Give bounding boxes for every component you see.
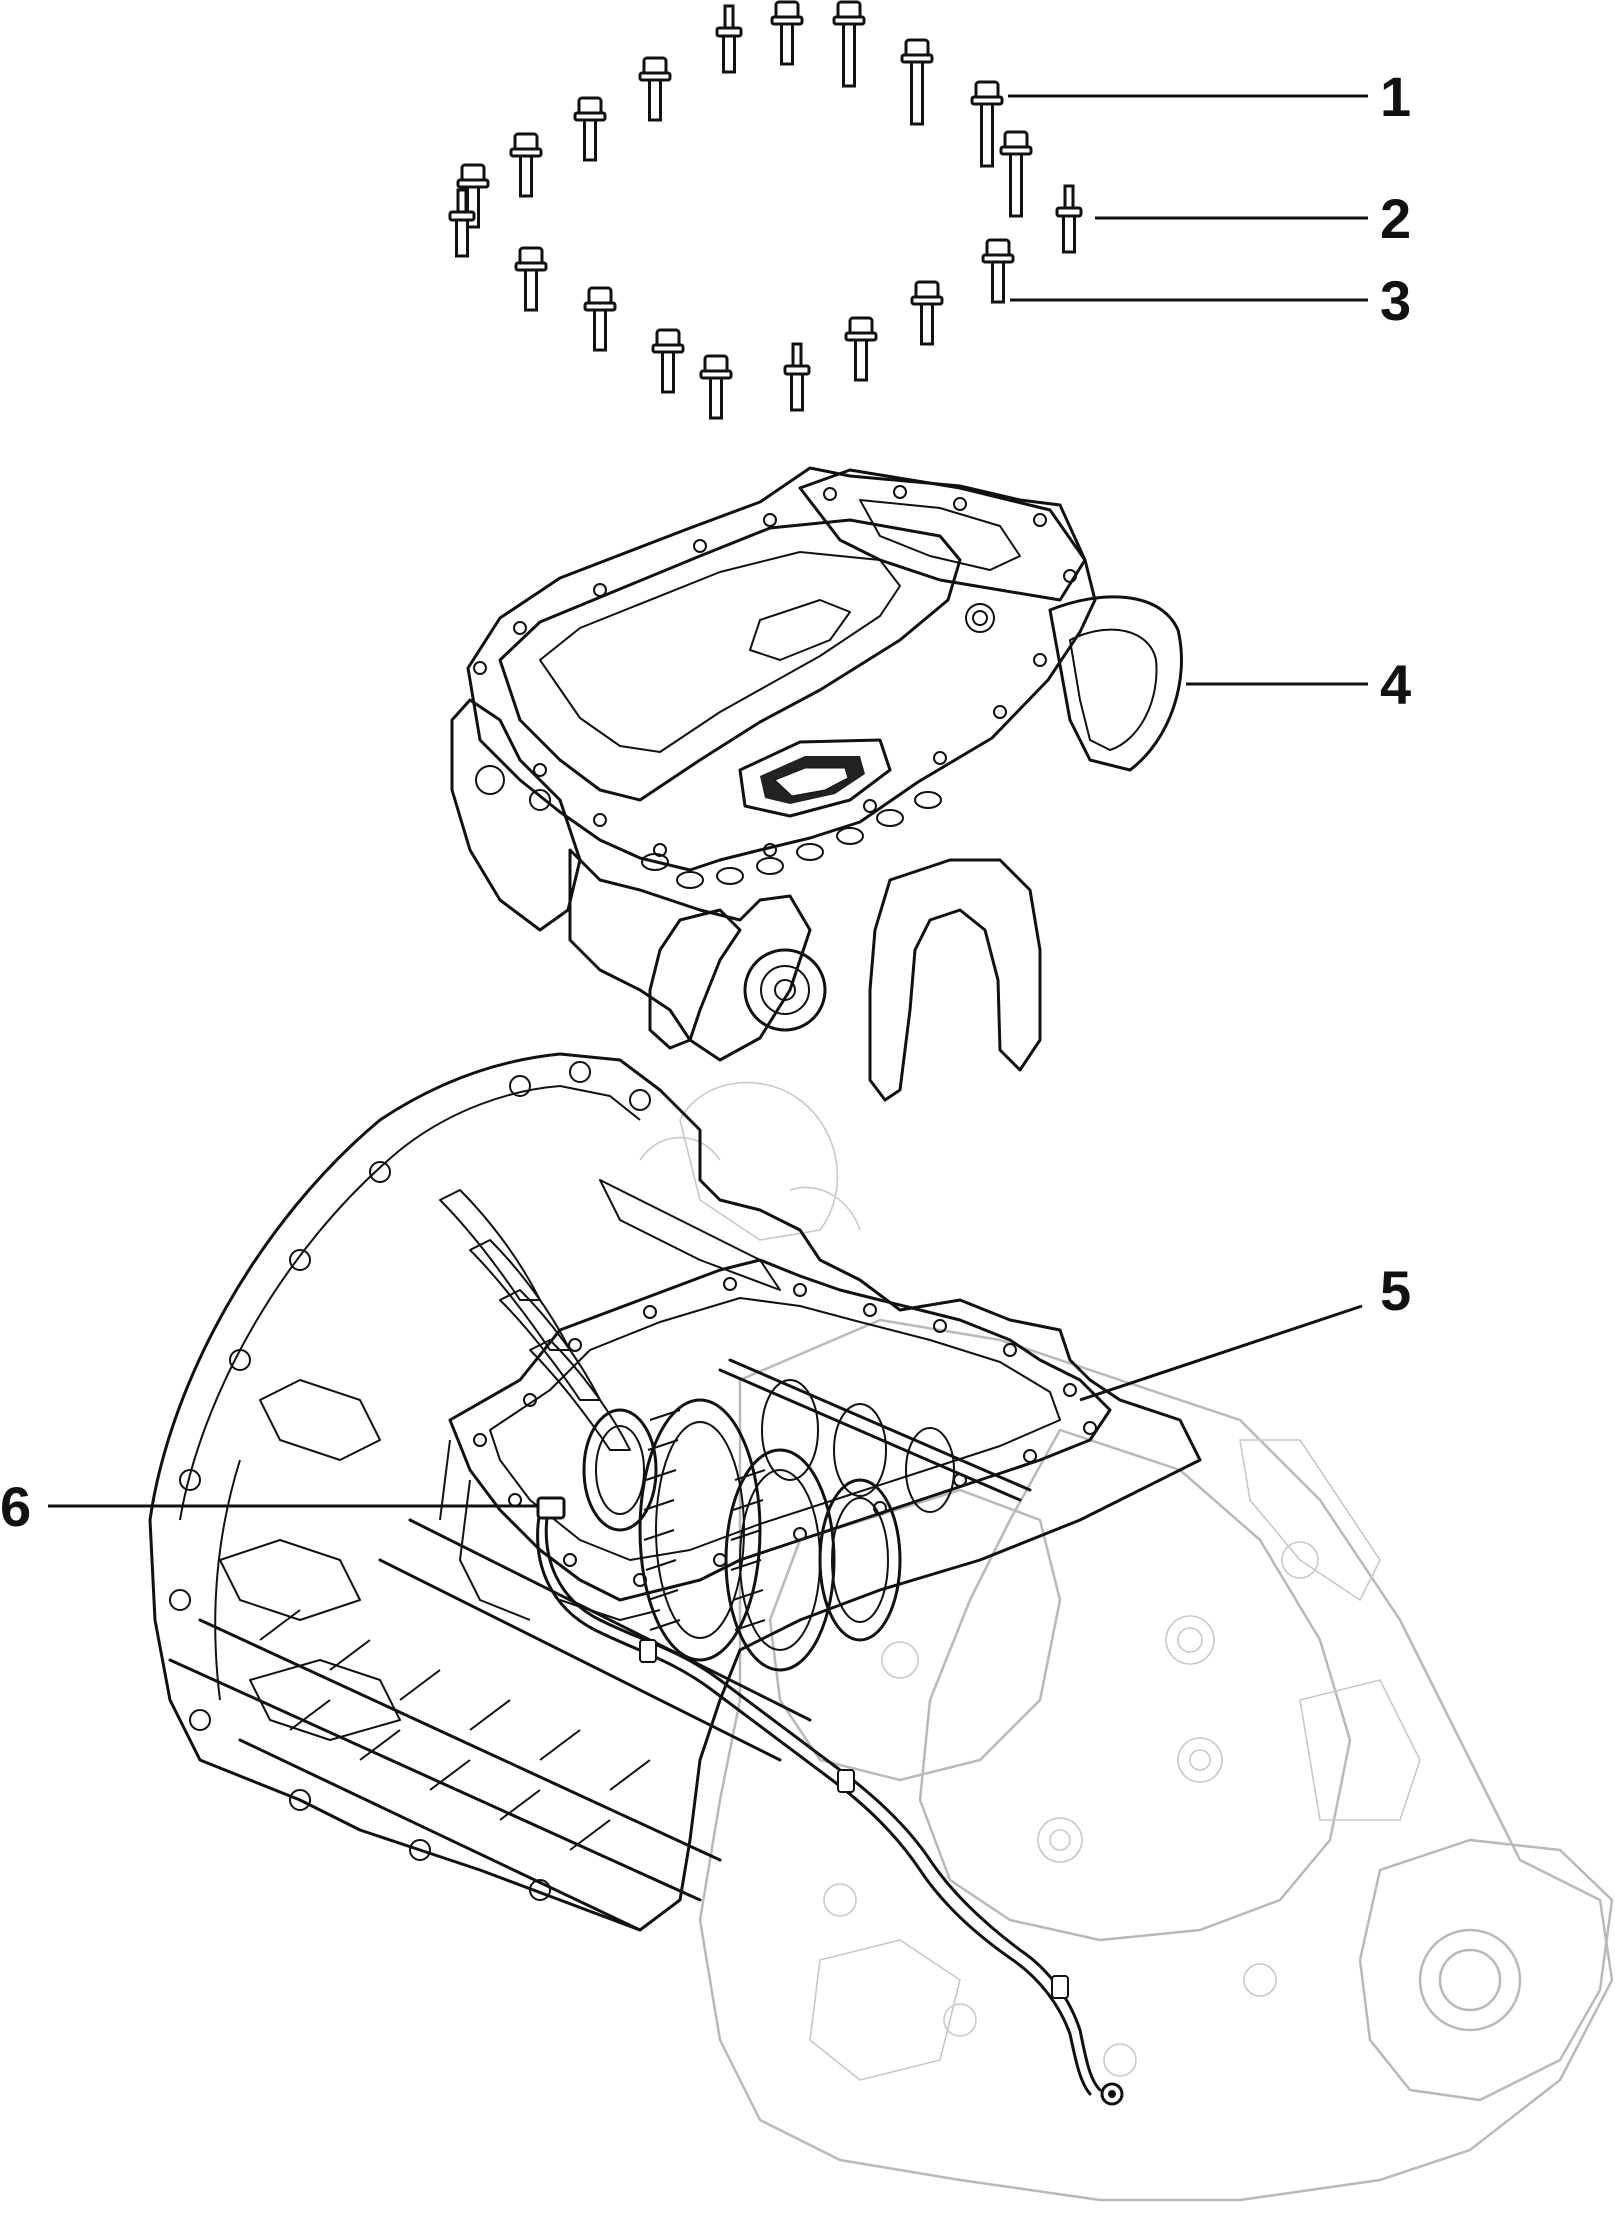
callout-4: 4 xyxy=(1380,653,1411,716)
oil-tube xyxy=(536,1496,1124,2106)
callout-6: 6 xyxy=(0,1475,31,1538)
rear-housing-ghost xyxy=(639,1081,1614,2202)
callout-2: 2 xyxy=(1380,187,1411,250)
shift-actuator-module xyxy=(450,466,1183,1102)
callout-3: 3 xyxy=(1380,269,1411,332)
bolt-set xyxy=(448,0,1083,420)
gear-cluster xyxy=(582,1358,1032,1672)
callouts: 1 2 3 4 5 6 xyxy=(0,65,1411,1538)
transmission-case xyxy=(148,1052,1614,2202)
callout-5: 5 xyxy=(1380,1259,1411,1322)
leader-5 xyxy=(1079,1304,1363,1402)
callout-1: 1 xyxy=(1380,65,1411,128)
